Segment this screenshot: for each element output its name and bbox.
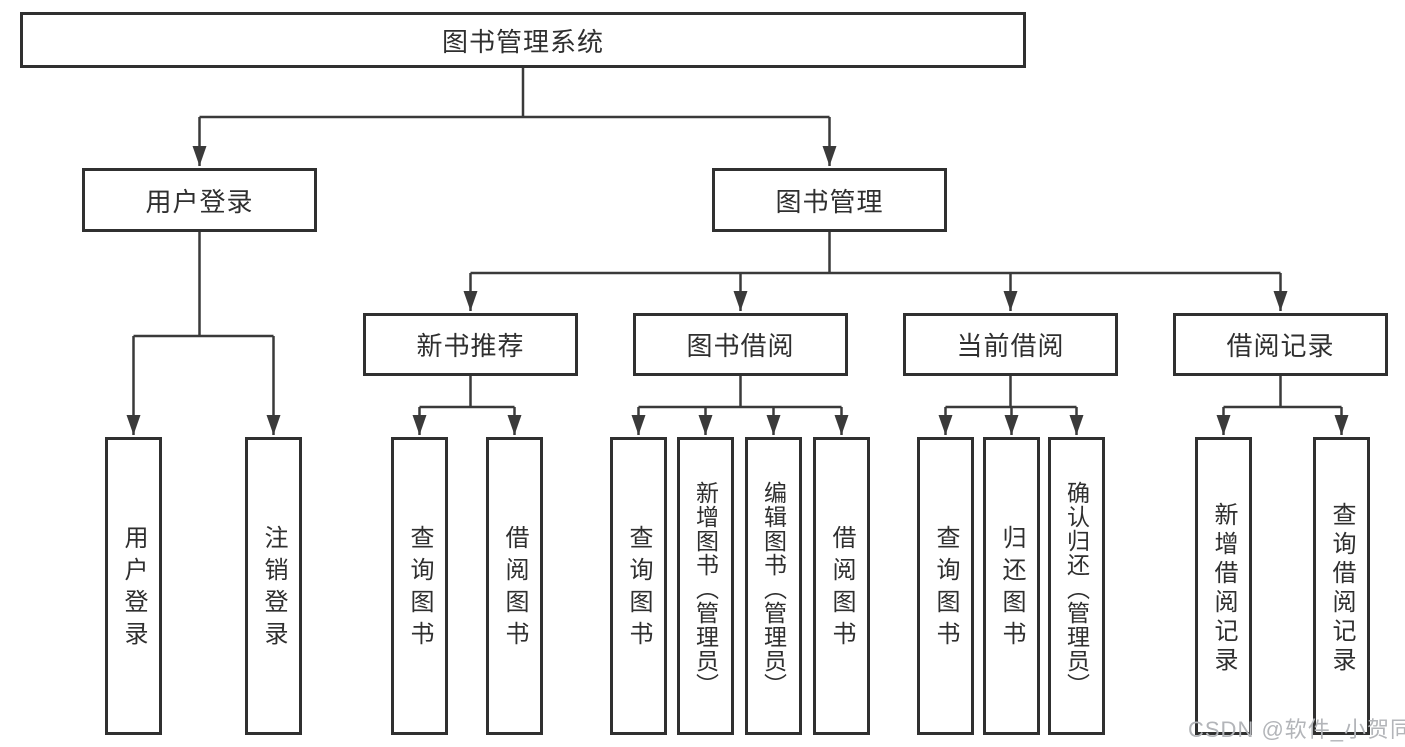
- leaf-query-books-3: 查询图书: [917, 437, 974, 735]
- node-user-login: 用户登录: [82, 168, 317, 232]
- node-new-book-recommend: 新书推荐: [363, 313, 578, 376]
- node-root: 图书管理系统: [20, 12, 1026, 68]
- node-borrow-records: 借阅记录: [1173, 313, 1388, 376]
- leaf-add-book-admin: 新增图书（管理员）: [677, 437, 734, 735]
- leaf-query-borrow-record: 查询借阅记录: [1313, 437, 1370, 735]
- node-book-borrow: 图书借阅: [633, 313, 848, 376]
- node-book-management: 图书管理: [712, 168, 947, 232]
- leaf-query-books-1: 查询图书: [391, 437, 448, 735]
- node-current-borrow: 当前借阅: [903, 313, 1118, 376]
- leaf-edit-book-admin: 编辑图书（管理员）: [745, 437, 802, 735]
- leaf-borrow-books-1: 借阅图书: [486, 437, 543, 735]
- leaf-logout: 注销登录: [245, 437, 302, 735]
- watermark: CSDN @软件_小贺同学: [1188, 717, 1405, 742]
- leaf-user-login: 用户登录: [105, 437, 162, 735]
- leaf-borrow-books-2: 借阅图书: [813, 437, 870, 735]
- connector-rails: [133, 68, 1342, 409]
- leaf-return-books: 归还图书: [983, 437, 1040, 735]
- leaf-confirm-return-admin: 确认归还（管理员）: [1048, 437, 1105, 735]
- leaf-query-books-2: 查询图书: [610, 437, 667, 735]
- leaf-add-borrow-record: 新增借阅记录: [1195, 437, 1252, 735]
